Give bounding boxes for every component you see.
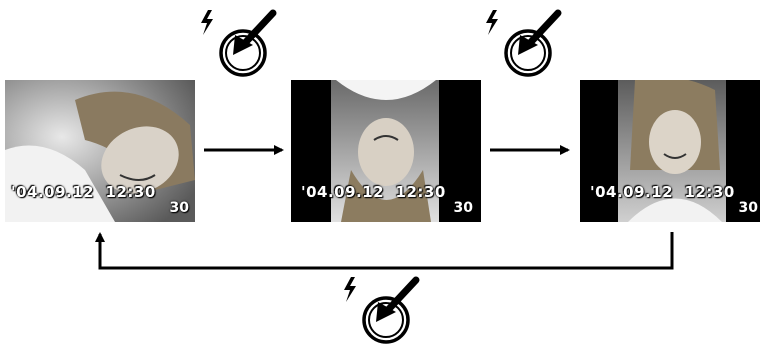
date-time-stamp: '04.09.12 12:30 xyxy=(590,183,735,201)
frame-count: 30 xyxy=(453,200,473,216)
date-time-stamp: '04.09.12 12:30 xyxy=(11,183,156,201)
date-time-stamp: '04.09.12 12:30 xyxy=(301,183,446,201)
photo-landscape xyxy=(5,80,195,222)
lcd-screen-portrait: '04.09.12 12:30 30 xyxy=(580,80,760,222)
frame-count: 30 xyxy=(169,200,189,216)
photo-portrait xyxy=(618,80,726,222)
flash-rotate-button-icon xyxy=(344,276,420,344)
flash-rotate-button-icon xyxy=(486,9,562,77)
photo-rotated xyxy=(331,80,439,222)
frame-count: 30 xyxy=(738,200,758,216)
arrow-screen3-back-to-screen1 xyxy=(95,232,674,270)
lcd-screen-rotated: '04.09.12 12:30 30 xyxy=(291,80,481,222)
lcd-screen-landscape: '04.09.12 12:30 30 xyxy=(5,80,195,222)
flash-rotate-button-icon xyxy=(201,9,277,77)
